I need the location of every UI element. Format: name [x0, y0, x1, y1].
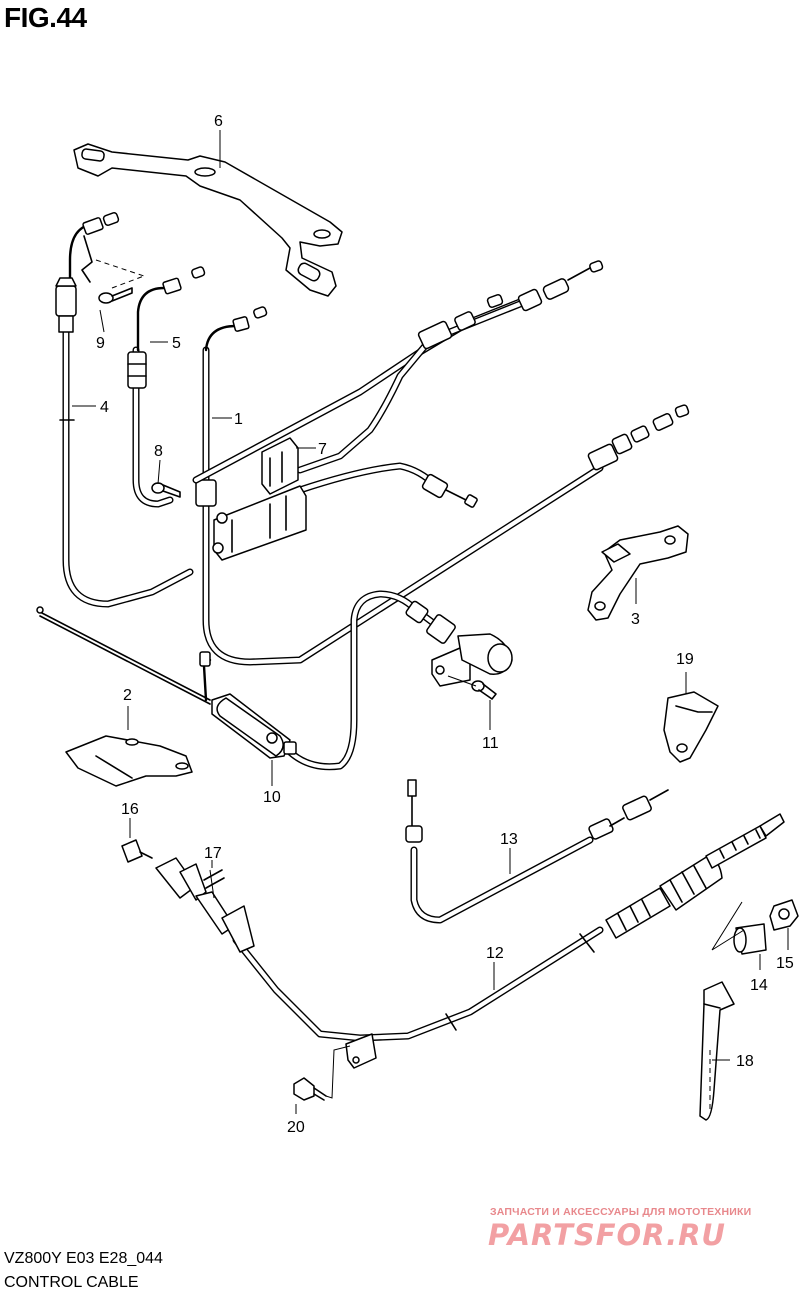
callout-13: 13: [500, 831, 518, 848]
part-9-screw[interactable]: [98, 287, 133, 304]
part-8-screw[interactable]: [151, 482, 181, 498]
part-14-sleeve[interactable]: [711, 901, 767, 955]
callout-7: 7: [318, 441, 327, 458]
part-12-cable[interactable]: [232, 813, 785, 1069]
part-11-knob[interactable]: [405, 600, 513, 700]
part-3-bracket[interactable]: [587, 525, 689, 621]
callout-4: 4: [100, 399, 109, 416]
cable-lower-group[interactable]: [296, 404, 690, 508]
callout-15: 15: [776, 955, 794, 972]
callout-1: 1: [234, 411, 243, 428]
callout-14: 14: [750, 977, 768, 994]
callout-6: 6: [214, 113, 223, 130]
part-2-bracket[interactable]: [65, 735, 193, 787]
part-6-bracket[interactable]: [73, 143, 343, 297]
callout-12: 12: [486, 945, 504, 962]
figure-caption: CONTROL CABLE: [4, 1274, 139, 1291]
callout-3: 3: [631, 611, 640, 628]
model-code: VZ800Y E03 E28_044: [4, 1250, 163, 1267]
callout-19: 19: [676, 651, 694, 668]
callout-16: 16: [121, 801, 139, 818]
callout-9: 9: [96, 335, 105, 352]
watermark-tagline: ЗАПЧАСТИ И АКСЕССУАРЫ ДЛЯ МОТОТЕХНИКИ: [490, 1206, 752, 1218]
part-19-plate[interactable]: [663, 691, 719, 763]
part-20-bolt[interactable]: [293, 1045, 351, 1101]
callout-numbers: 6 9 5 4 1 7 8 3 19 2 10 11 16 17 13 12 1…: [96, 113, 794, 1136]
choke-cable[interactable]: [36, 590, 444, 771]
part-1-cable[interactable]: [195, 306, 604, 666]
callout-2: 2: [123, 687, 132, 704]
watermark-logo: PARTSFOR.RU: [488, 1218, 726, 1252]
callout-20: 20: [287, 1119, 305, 1136]
callout-11: 11: [482, 735, 499, 752]
figure-label: FIG.44: [4, 2, 87, 33]
part-7-holder[interactable]: [212, 437, 307, 561]
part-17-pin[interactable]: [155, 857, 255, 953]
part-15-nut[interactable]: [769, 899, 799, 931]
part-16-bolt[interactable]: [121, 839, 153, 863]
part-10-cylinder[interactable]: [211, 693, 297, 759]
part-5-cable[interactable]: [127, 266, 206, 508]
part-4-cable[interactable]: [55, 212, 194, 608]
callout-18: 18: [736, 1053, 754, 1070]
throttle-cables-upper[interactable]: [192, 260, 604, 484]
callout-8: 8: [154, 443, 163, 460]
callout-5: 5: [172, 335, 181, 352]
part-18-hose[interactable]: [699, 981, 735, 1121]
leader-lines: [72, 130, 789, 1114]
part-13-cable[interactable]: [405, 779, 669, 924]
callout-10: 10: [263, 789, 281, 806]
callout-17: 17: [204, 845, 222, 862]
